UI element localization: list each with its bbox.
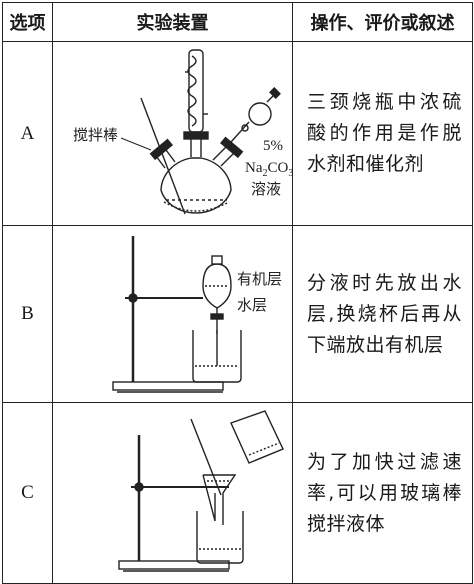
beaker-icon [192, 330, 242, 383]
separatory-funnel-icon [202, 263, 232, 309]
glass-rod-icon [190, 418, 222, 496]
option-c: C [2, 402, 53, 584]
stand-base-icon [112, 381, 224, 391]
option-b: B [2, 225, 53, 403]
dropping-funnel-icon [248, 102, 272, 126]
organic-layer-label: 有机层 [237, 270, 282, 288]
pouring-beaker-icon [230, 410, 284, 464]
stand-base-icon [118, 560, 230, 570]
water-layer-label: 水层 [237, 296, 267, 314]
stir-rod-icon [140, 97, 186, 215]
three-neck-flask-diagram: 搅拌棒 5% Na2CO3 溶液 [73, 49, 293, 215]
percent-label: 5% [263, 138, 283, 154]
table-row-b: B [2, 225, 473, 403]
filtration-diagram [118, 410, 284, 572]
table-row-c: C [2, 402, 473, 584]
option-a: A [2, 41, 53, 226]
header-apparatus: 实验装置 [52, 2, 293, 42]
funnel-icon [202, 474, 237, 525]
header-row: 选项 实验装置 操作、评价或叙述 [2, 2, 473, 42]
beaker-icon [196, 511, 244, 564]
flask-icon [160, 157, 232, 214]
description-a: 三颈烧瓶中浓硫酸的作用是作脱水剂和催化剂 [292, 41, 473, 226]
apparatus-c [52, 402, 293, 584]
stir-rod-label: 搅拌棒 [73, 126, 118, 144]
apparatus-b: 有机层 水层 [52, 225, 293, 403]
header-option: 选项 [2, 2, 53, 42]
header-note: 操作、评价或叙述 [292, 2, 473, 42]
description-b: 分液时先放出水层,换烧杯后再从下端放出有机层 [292, 225, 473, 403]
description-c: 为了加快过滤速率,可以用玻璃棒搅拌液体 [292, 402, 473, 584]
reagent-label: Na2CO3 [245, 160, 293, 179]
separatory-funnel-diagram: 有机层 水层 [112, 236, 282, 393]
solution-label: 溶液 [251, 180, 281, 198]
apparatus-a: 搅拌棒 5% Na2CO3 溶液 [52, 41, 293, 226]
table-row-a: A [2, 41, 473, 226]
